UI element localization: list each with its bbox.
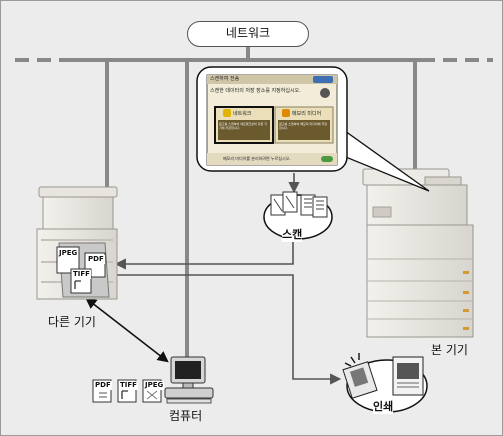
computer-format-tiff: TIFF: [119, 381, 138, 390]
other-device-label: 다른 기기: [48, 315, 96, 329]
print-illustration: [342, 353, 428, 413]
computer-illustration: [164, 356, 214, 404]
computer-label: 컴퓨터: [169, 409, 203, 423]
flow-arrows: [85, 173, 342, 385]
device-format-jpeg: JPEG: [58, 249, 79, 258]
panel-option-network-desc: 원고를 스캔하여 네트워크상의 다른 기기에 저장합니다.: [219, 122, 267, 130]
scan-label: 스캔: [282, 226, 303, 242]
device-computer-link: [85, 297, 169, 363]
panel-instruction: 스캔한 데이터의 저장 장소를 지정하십시오.: [210, 88, 301, 94]
this-device-label: 본 기기: [431, 343, 468, 357]
scan-illustration: [263, 191, 333, 240]
control-panel-screen: [206, 74, 338, 166]
network-bus: [15, 47, 493, 357]
print-label: 인쇄: [373, 398, 394, 414]
network-label: 네트워크: [187, 21, 309, 47]
panel-option-memory[interactable]: 메모리 미디어: [292, 111, 322, 117]
panel-option-memory-desc: 원고를 스캔하여 메모리 미디어에 저장합니다.: [279, 122, 327, 130]
computer-format-pdf: PDF: [94, 381, 112, 390]
computer-format-jpeg: JPEG: [144, 381, 165, 390]
panel-option-network[interactable]: 네트워크: [233, 111, 252, 117]
device-format-tiff: TIFF: [72, 270, 91, 279]
panel-footer: 메모리 미디어를 분리하려면 누르십시오.: [223, 156, 291, 161]
this-device-illustration: [362, 168, 474, 338]
panel-title: 스캔하여 전송: [210, 76, 240, 82]
device-format-pdf: PDF: [87, 255, 105, 264]
